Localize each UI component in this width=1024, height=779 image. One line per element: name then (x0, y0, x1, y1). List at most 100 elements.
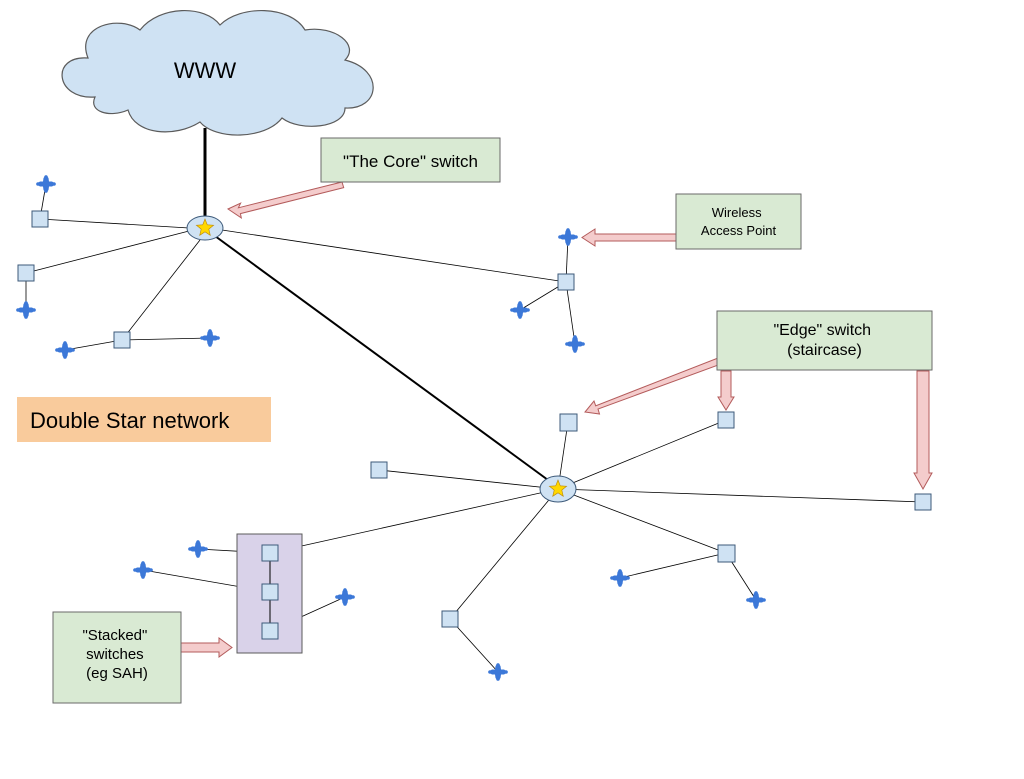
wireless-ap-dot (24, 301, 28, 305)
wireless-access-points (16, 175, 766, 681)
wireless-ap-shape (610, 569, 630, 587)
wireless-ap-dot (141, 575, 145, 579)
wireless-ap-shape (335, 588, 355, 606)
edge-switch (559, 413, 578, 432)
wireless-ap-dot (566, 242, 570, 246)
wireless-ap-dot (343, 602, 347, 606)
edge-switch (31, 210, 49, 228)
star-icon (548, 479, 568, 497)
wireless-ap-dot (208, 329, 212, 333)
link-line (378, 469, 559, 490)
wireless-ap-dot (141, 561, 145, 565)
wireless-ap-dot (55, 348, 59, 352)
stacked-switch (261, 583, 279, 601)
wireless-ap-icon (610, 569, 630, 587)
wireless-ap-icon (200, 329, 220, 347)
stacked-callout: "Stacked" switches (eg SAH) (52, 611, 182, 704)
edge-callout-arrow-2 (717, 370, 735, 411)
callout-arrows (180, 181, 933, 658)
edge-callout-label: "Edge" switch (staircase) (773, 322, 875, 359)
wireless-ap-dot (36, 182, 40, 186)
wireless-ap-dot (518, 301, 522, 305)
stacked-callout-line: switches (86, 646, 144, 663)
wireless-ap-shape (55, 341, 75, 359)
wireless-ap-icon (55, 341, 75, 359)
link-line (121, 239, 201, 341)
edge-callout-arrow-3 (913, 370, 933, 491)
stacked-callout-line: "Stacked" (82, 627, 147, 644)
wireless-ap-dot (196, 540, 200, 544)
wireless-ap-icon (16, 301, 36, 319)
wireless-ap-icon (133, 561, 153, 579)
wireless-ap-dot (626, 576, 630, 580)
core-switch-2 (539, 475, 577, 503)
wireless-ap-shape (488, 663, 508, 681)
wireless-ap-dot (208, 343, 212, 347)
edge-switch (441, 610, 459, 628)
wireless-ap-icon (746, 591, 766, 609)
core-callout-label: "The Core" switch (343, 152, 478, 171)
title-box (17, 397, 271, 442)
core-to-core-line (214, 235, 549, 481)
wireless-ap-dot (52, 182, 56, 186)
diagram-title: Double Star network (17, 397, 271, 442)
edge-callout-line: (staircase) (787, 342, 862, 359)
edge-switch (914, 493, 932, 511)
edge-switches (17, 210, 932, 640)
wireless-ap-dot (24, 315, 28, 319)
link-line (449, 488, 559, 620)
wireless-ap-dot (200, 336, 204, 340)
stacked-switch (261, 622, 279, 640)
wireless-callout-arrow (581, 228, 677, 247)
wireless-ap-shape (510, 301, 530, 319)
wireless-ap-shape (188, 540, 208, 558)
link-line (619, 552, 727, 579)
wireless-ap-dot (754, 605, 758, 609)
wireless-ap-icon (565, 335, 585, 353)
edge-callout-arrow-1 (584, 357, 722, 415)
wireless-ap-dot (188, 547, 192, 551)
internet-cloud: WWW (61, 9, 374, 136)
wireless-ap-shape (200, 329, 220, 347)
link-line (557, 419, 727, 490)
wireless-ap-shape (36, 175, 56, 193)
wireless-ap-dot (566, 228, 570, 232)
wireless-ap-icon (335, 588, 355, 606)
wireless-ap-dot (526, 308, 530, 312)
wireless-ap-icon (36, 175, 56, 193)
wireless-ap-dot (71, 348, 75, 352)
link-line (39, 218, 190, 229)
wireless-ap-dot (16, 308, 20, 312)
edge-switch (370, 461, 388, 479)
wireless-ap-dot (618, 583, 622, 587)
edge-callout-line: "Edge" switch (773, 322, 871, 339)
edge-switch (17, 264, 35, 282)
wireless-ap-dot (63, 341, 67, 345)
core-switch-1 (186, 215, 224, 241)
link-line (269, 488, 559, 554)
stacked-callout-arrow (180, 637, 233, 658)
wireless-ap-dot (581, 342, 585, 346)
wireless-ap-dot (149, 568, 153, 572)
wireless-ap-dot (196, 554, 200, 558)
stacked-callout-line: (eg SAH) (86, 665, 148, 682)
star-icon (195, 218, 215, 236)
wireless-ap-dot (63, 355, 67, 359)
wireless-callout-line: Access Point (701, 223, 777, 238)
wireless-ap-icon (488, 663, 508, 681)
wireless-callout: Wireless Access Point (675, 193, 802, 250)
wireless-ap-dot (610, 576, 614, 580)
wireless-ap-dot (496, 663, 500, 667)
link-line (64, 339, 123, 351)
wireless-ap-icon (558, 228, 578, 246)
wireless-ap-shape (133, 561, 153, 579)
wireless-ap-icon (188, 540, 208, 558)
edge-callout: "Edge" switch (staircase) (716, 310, 933, 371)
wireless-ap-dot (504, 670, 508, 674)
wireless-ap-dot (343, 588, 347, 592)
edge-switch (717, 411, 735, 429)
wireless-ap-dot (746, 598, 750, 602)
wireless-ap-shape (565, 335, 585, 353)
wireless-ap-dot (574, 235, 578, 239)
